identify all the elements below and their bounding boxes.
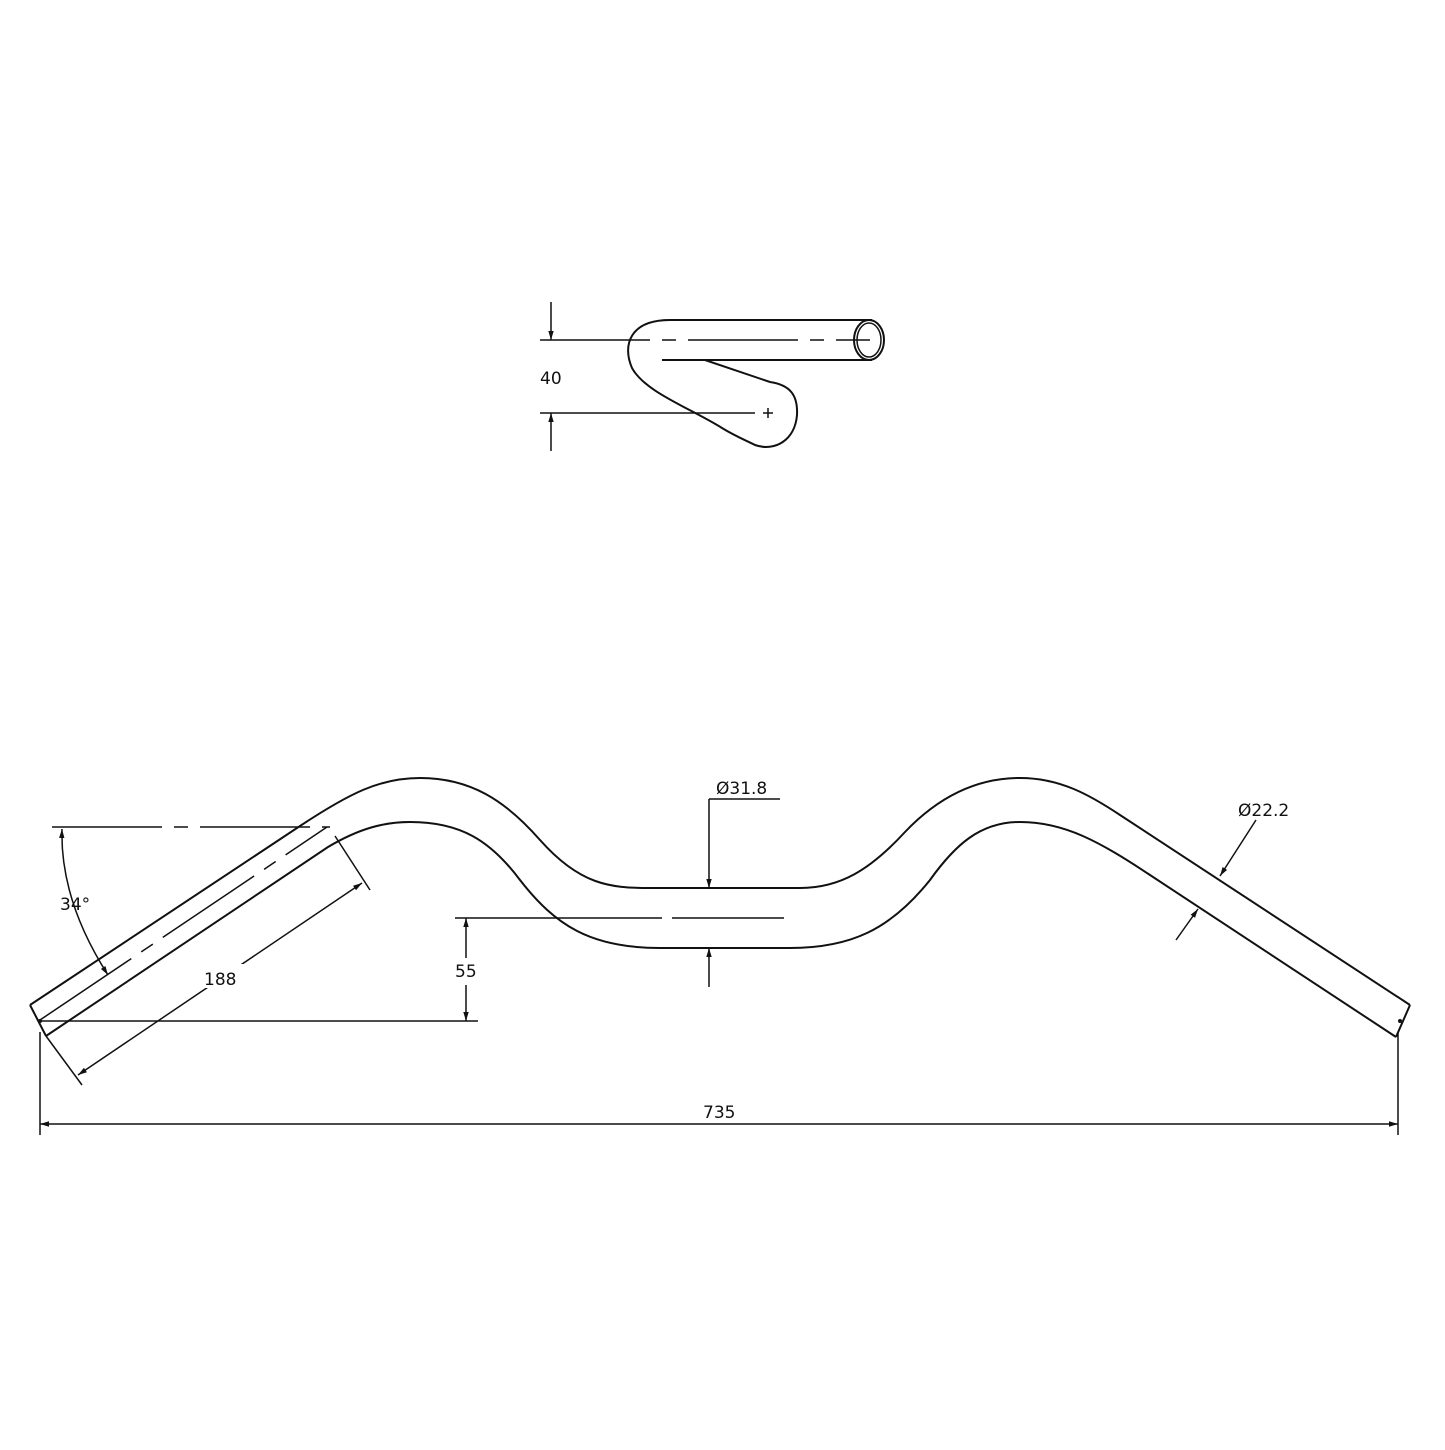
right-end-cap <box>1395 1004 1411 1038</box>
left-grip-centerline <box>39 826 328 1021</box>
right-end-point-mark <box>1398 1019 1402 1023</box>
grip-length-label: 188 <box>204 970 236 990</box>
top-view: 40 <box>540 302 885 451</box>
angle-dimension-label: 34° <box>60 895 90 915</box>
rise-dimension-label: 40 <box>540 369 562 389</box>
handlebar-lower-edge <box>45 820 1397 1038</box>
center-diameter-label: Ø31.8 <box>716 779 767 799</box>
top-view-tube-outline <box>627 319 872 448</box>
overall-width-label: 735 <box>703 1103 735 1123</box>
front-view: 34° 188 55 Ø31.8 Ø22.2 735 <box>29 776 1411 1135</box>
left-end-point-mark <box>38 1019 42 1023</box>
grip-length-ext-left <box>45 1035 83 1086</box>
grip-diameter-label: Ø22.2 <box>1238 801 1289 821</box>
handlebar-upper-edge <box>29 776 1411 1006</box>
grip-dia-arrow-top <box>1219 819 1257 877</box>
offset-label: 55 <box>455 962 477 982</box>
left-end-cap <box>29 1004 47 1037</box>
grip-length-ext-right <box>334 835 371 891</box>
grip-dia-arrow-bottom <box>1175 908 1199 941</box>
grip-length-label-bg <box>198 964 244 988</box>
